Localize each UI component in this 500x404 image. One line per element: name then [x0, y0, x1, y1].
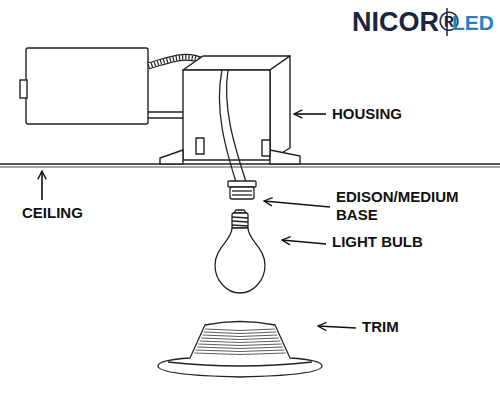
trim-ridge: [205, 329, 275, 331]
leader-arrows: [42, 114, 356, 328]
part-label: EDISON/MEDIUM BASE: [336, 188, 476, 224]
part-label: LIGHT BULB: [332, 233, 423, 251]
trim-ridge: [198, 344, 281, 346]
trim-ridge: [200, 341, 281, 343]
part-label: CEILING: [22, 204, 83, 222]
trim-ridge: [196, 350, 285, 352]
brand-logo: LED: [452, 10, 494, 35]
trim-ridge: [197, 347, 283, 349]
brand-logo: NICOR®: [352, 6, 459, 38]
part-label: HOUSING: [332, 105, 402, 123]
trim-ridge: [201, 338, 279, 340]
socket: [228, 181, 256, 199]
trim-ridge: [194, 353, 285, 355]
ceiling: [0, 164, 500, 167]
wires: [219, 70, 246, 182]
housing: [160, 56, 300, 164]
light-bulb: [215, 210, 265, 293]
trim-ridge: [202, 335, 277, 337]
trim-ridge: [204, 332, 276, 334]
part-label: TRIM: [362, 318, 399, 336]
trim: [158, 322, 322, 378]
